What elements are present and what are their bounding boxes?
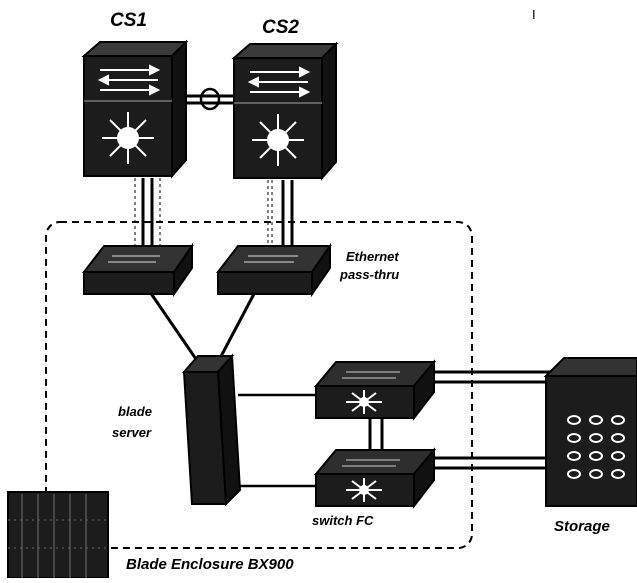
storage-label: Storage — [554, 518, 610, 535]
uplink-cables — [134, 178, 294, 250]
cs2-router-star-icon — [252, 114, 304, 166]
ethernet-switch-left — [81, 242, 194, 298]
switch-fc-label: switch FC — [312, 513, 374, 528]
storage-disks-icon — [567, 415, 625, 479]
server-ethernet-cables — [148, 291, 257, 363]
server-fc-cables — [238, 393, 318, 488]
cs1-arrows-icon — [97, 64, 161, 96]
fc-top-star-icon — [346, 390, 382, 414]
cs2-core-switch — [231, 41, 339, 181]
blade-chassis — [7, 491, 109, 579]
blade-server-label-line2: server — [112, 425, 152, 440]
cs2-label: CS2 — [262, 17, 299, 38]
cs1-label: CS1 — [110, 10, 147, 31]
fc-interswitch-cables — [368, 418, 384, 452]
ethernet-passthru-label-line2: pass-thru — [340, 267, 400, 282]
storage-array — [543, 357, 637, 507]
fc-switch-bottom — [313, 447, 437, 509]
interswitch-link-icon — [186, 87, 234, 111]
fc-storage-cables — [432, 370, 552, 470]
enclosure-boundary — [45, 221, 473, 549]
blade-server-label-line1: blade — [118, 404, 152, 419]
ethernet-passthru-label-line1: Ethernet — [346, 249, 399, 264]
stray-mark: I — [532, 7, 536, 22]
cs1-router-star-icon — [102, 112, 154, 164]
blade-server — [181, 353, 242, 507]
fc-bottom-star-icon — [346, 478, 382, 502]
fc-switch-top — [313, 359, 437, 421]
ethernet-switch-right — [215, 242, 332, 298]
enclosure-label: Blade Enclosure BX900 — [126, 556, 294, 573]
cs1-core-switch — [81, 39, 189, 179]
cs2-arrows-icon — [247, 66, 311, 98]
